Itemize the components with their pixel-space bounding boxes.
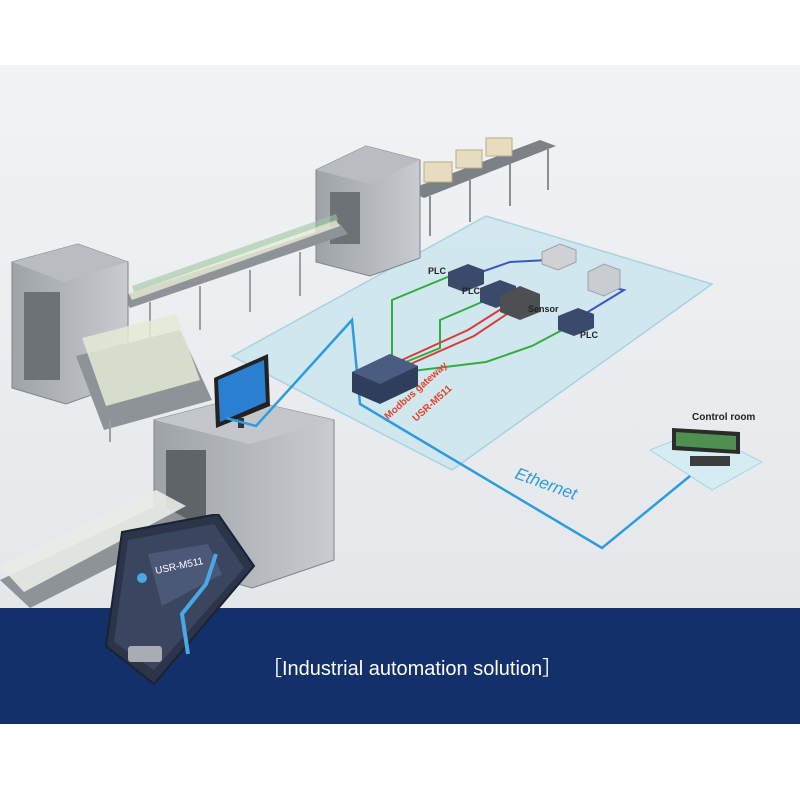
modbus-gateway-small	[352, 354, 418, 404]
sensor-device	[500, 286, 540, 320]
plc-device-3	[558, 308, 594, 336]
product-device: USR-M511	[104, 514, 256, 686]
plc-device-1	[448, 264, 484, 292]
controller-box-top	[541, 243, 577, 271]
label-plc-3: PLC	[580, 330, 599, 340]
label-plc-2: PLC	[462, 286, 481, 296]
banner-title: ［Industrial automation solution］	[262, 658, 563, 680]
label-control-room: Control room	[692, 412, 755, 423]
bottle-conveyor-middle	[76, 314, 212, 442]
ethernet-cable	[225, 317, 691, 550]
controller-box-right	[587, 263, 621, 297]
serial-lines	[391, 275, 567, 373]
control-room	[672, 428, 740, 466]
machine-back	[315, 145, 421, 277]
computer-monitor	[214, 354, 270, 428]
rs485-lines	[401, 305, 511, 367]
bottle-conveyor-upper	[122, 214, 348, 346]
label-plc-1: PLC	[428, 266, 447, 276]
box-conveyor	[408, 137, 556, 236]
label-sensor: Sensor	[528, 304, 559, 314]
